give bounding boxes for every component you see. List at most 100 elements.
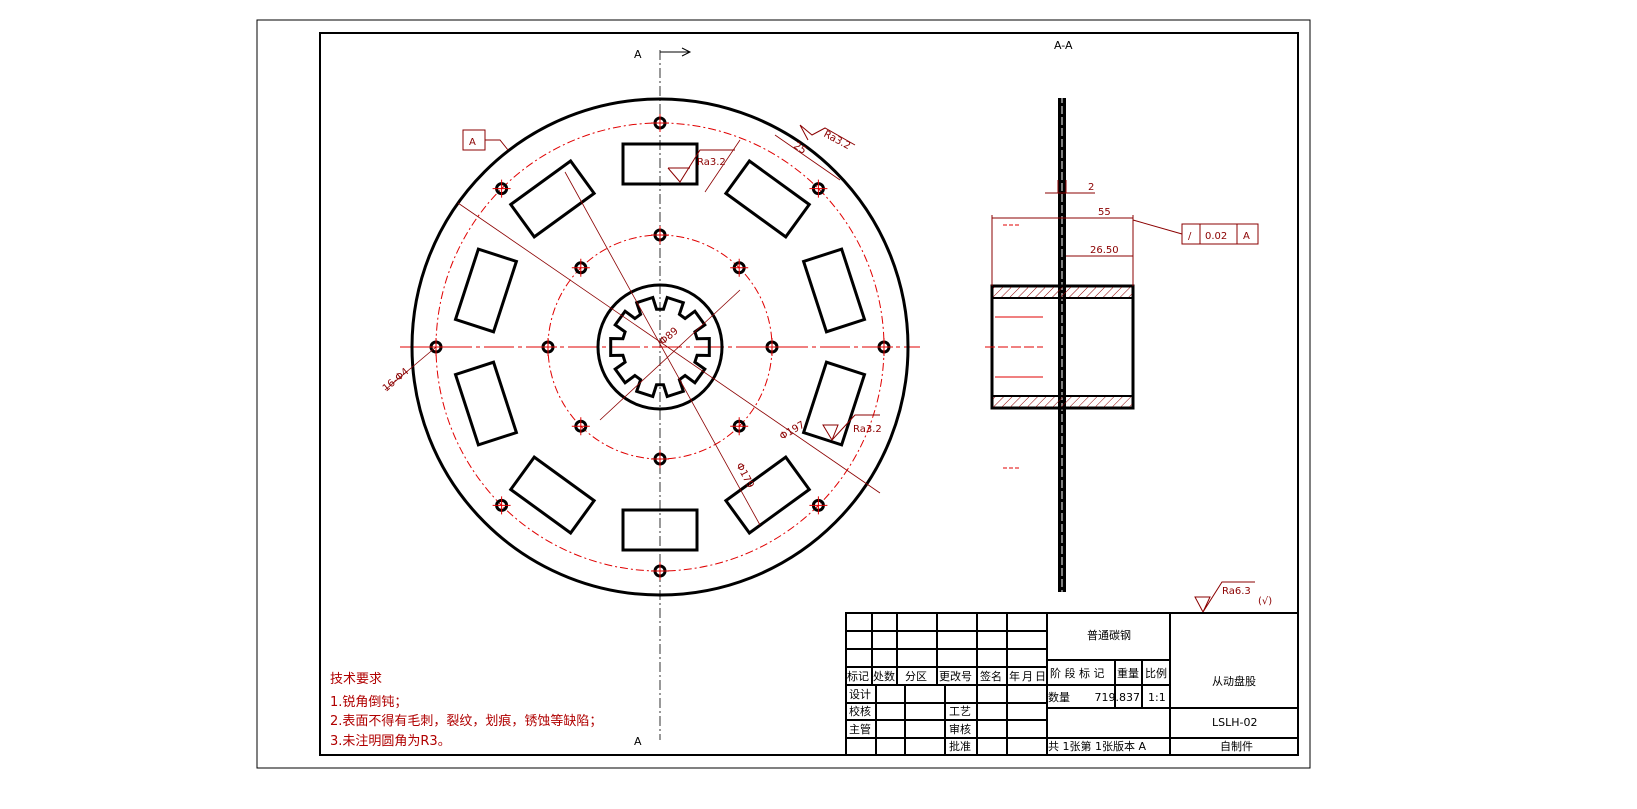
quantity-label: 数量 [1048,691,1070,704]
outer-rim [410,97,910,597]
datum-label: A [469,137,476,148]
bolt-hole [763,338,781,356]
window-slot [801,247,867,334]
stage-mark-label: 阶 段 标 记 [1050,666,1105,680]
dim-26-50-label: 26.50 [1090,245,1119,256]
bolt-hole [492,496,511,515]
hole-callout: 16-Φ4 [381,366,411,394]
bolt-hole [492,179,511,198]
part-name: 从动盘股 [1212,674,1256,688]
tech-req-item: 3.未注明圆角为R3。 [330,734,451,749]
dim-ext-25 [704,139,741,193]
dia-179-label: Φ179 [733,461,755,490]
window-slot [508,158,597,239]
window-slot [723,455,812,536]
hole-centermark [492,179,511,198]
dia-hub-label: Φ89 [658,326,681,348]
tolerance-symbol: / [1188,231,1192,242]
source-type: 自制件 [1220,740,1253,753]
weight-label: 重量 [1117,666,1139,680]
dia-197-label: Φ197 [778,420,807,443]
design-label: 设计 [849,688,871,701]
general-roughness-label: Ra6.3 [1222,586,1251,597]
tolerance-leader [1132,219,1183,235]
tolerance-datum: A [1243,231,1250,242]
window-slot [723,158,812,239]
hatch-top [991,285,1134,299]
window-slot [621,508,699,552]
roughness-symbol-2 [799,124,856,146]
tech-req-item: 2.表面不得有毛刺，裂纹，划痕，锈蚀等缺陷； [330,713,602,729]
hatch-bottom [991,395,1134,409]
window-slot [453,360,519,447]
window-slot [621,142,699,186]
hole-centermark [571,258,590,277]
hole-centermark [539,338,557,356]
bolt-hole [571,258,590,277]
header-sign: 签名 [980,669,1002,683]
roughness-symbol-3 [822,414,880,442]
window-slot [508,455,597,536]
general-roughness-symbol [1194,581,1255,614]
tech-req-item: 1.锐角倒钝； [330,695,407,710]
window-slot [801,360,867,447]
hub-circle [596,283,724,411]
bolt-hole [730,258,749,277]
tolerance-value: 0.02 [1205,231,1227,242]
dim-line-179 [564,171,761,526]
section-arrow-top [660,47,692,57]
drawing-number: LSLH-02 [1212,716,1257,729]
header-mark: 标记 [847,669,869,683]
bolt-hole [809,496,828,515]
technical-requirements: 技术要求 1.锐角倒钝； 2.表面不得有毛刺，裂纹，划痕，锈蚀等缺陷； 3.未注… [330,672,602,749]
spline-bore [609,295,711,399]
section-title: A-A [1054,39,1073,52]
hole-centermark [809,179,828,198]
review-label: 审核 [949,722,971,736]
header-change: 更改号 [939,669,972,683]
bolt-hole [571,417,590,436]
bolt-hole [730,417,749,436]
bolt-hole [651,114,669,132]
hole-centermark [875,338,893,356]
window-slot [453,247,519,334]
roughness-symbol-1 [667,149,735,183]
hole-centermark [730,258,749,277]
title-block [845,612,1299,756]
section-view: A-A 2 55 26.50 / 0.02 A Ra6.3 (√) [985,39,1272,614]
datum-leader [485,139,509,151]
scale-label: 比例 [1145,666,1167,680]
dim-line-89 [599,289,741,421]
header-count: 处数 [873,670,895,683]
bolt-hole [809,179,828,198]
hole-centermark [651,114,669,132]
outer-border [256,19,1311,769]
header-date: 年 月 日 [1009,669,1046,683]
approve-label: 批准 [949,739,971,753]
dim-55-label: 55 [1098,207,1111,218]
roughness-label-2: Ra3.2 [822,129,853,152]
hole-centermark [809,496,828,515]
title-block-text: 标记 处数 分区 更改号 签名 年 月 日 设计 校核 工艺 主管 审核 批准 … [847,628,1257,753]
tolerance-frame [1181,223,1259,245]
bolt-hole [875,338,893,356]
process-label: 工艺 [949,705,971,718]
dim-55 [991,215,1134,286]
bolt-hole [651,226,669,244]
check-label: 校核 [849,704,871,718]
dim-25-label: 25 [791,140,808,156]
bolt-hole [539,338,557,356]
bolt-hole [651,450,669,468]
inner-frame [319,32,1299,756]
hole-leader [384,346,437,391]
tolerance-dividers [1199,224,1238,244]
bolt-hole [651,562,669,580]
dim-2-label: 2 [1088,182,1094,193]
hole-centermark [730,417,749,436]
hole-centermark [651,450,669,468]
dim-line-197 [457,202,881,494]
scale-value: 1:1 [1148,691,1166,704]
general-roughness-suffix: (√) [1258,596,1272,607]
header-zone: 分区 [905,670,927,683]
